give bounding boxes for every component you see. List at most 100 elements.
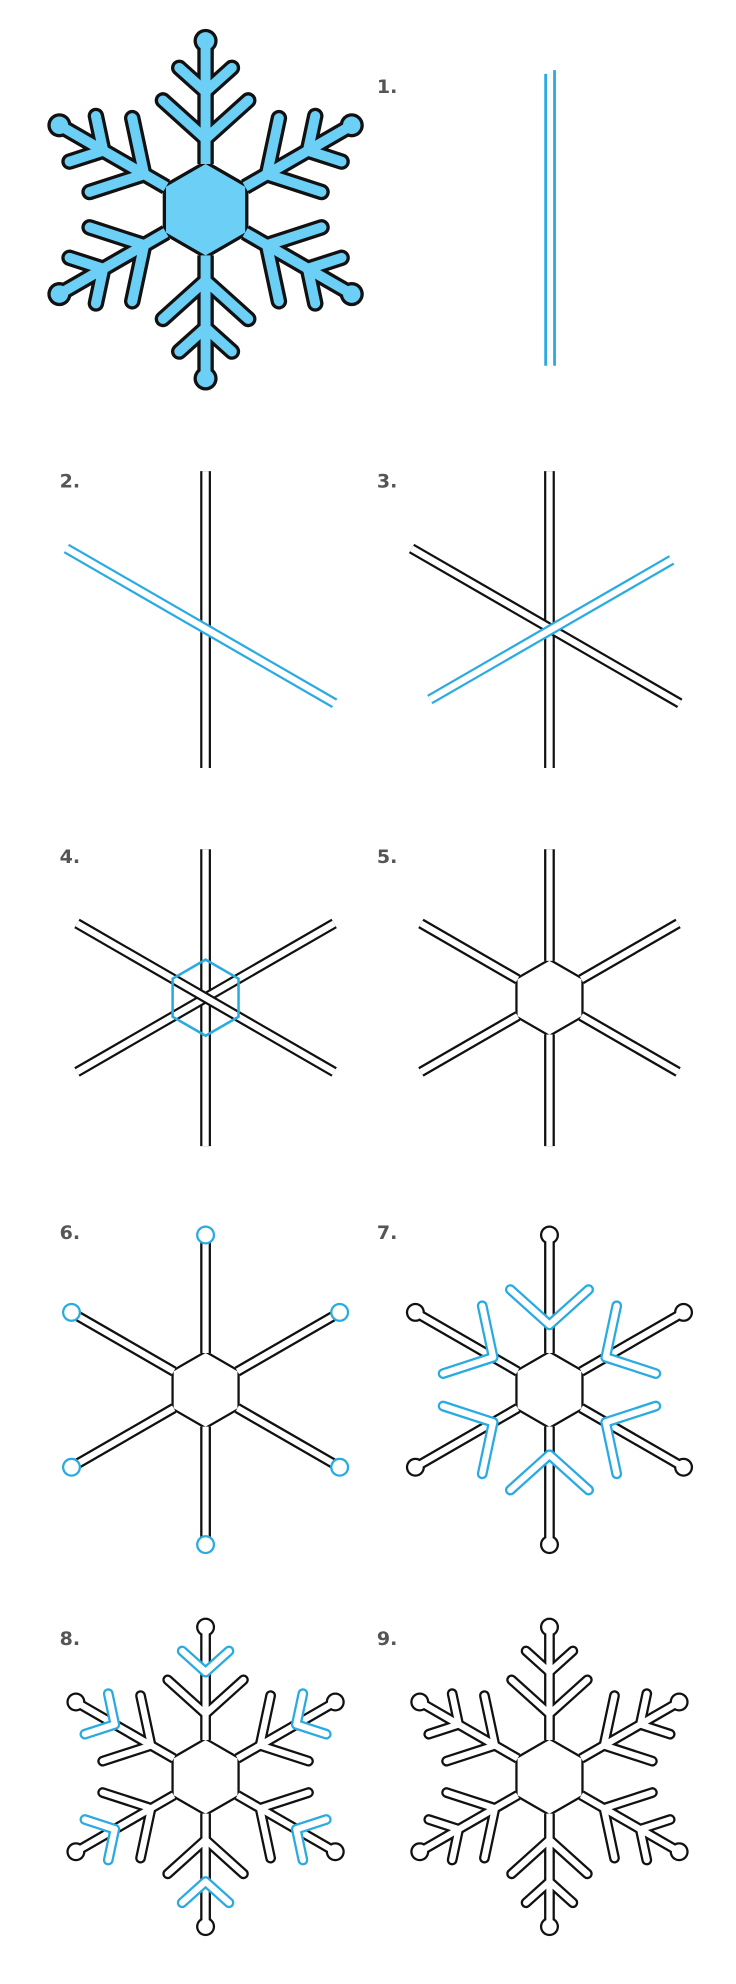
outer-branch [425, 1816, 462, 1833]
step-6-drawing [61, 1225, 350, 1555]
arm-line [579, 1405, 686, 1470]
step-1-label: 1. [377, 76, 397, 98]
inner-branch [600, 1742, 656, 1765]
guide-line-inner [75, 920, 336, 1075]
arm-line [69, 1309, 176, 1375]
arm-end-ball [196, 32, 215, 50]
inner-branch [443, 1789, 499, 1812]
inner-branch [507, 1286, 553, 1328]
inner-branch [443, 1742, 499, 1765]
outer-branch [202, 1878, 233, 1906]
step-4-drawing [74, 849, 337, 1147]
outer-branch [425, 1721, 462, 1738]
outer-branch [637, 1690, 650, 1728]
inner-branch [600, 1692, 618, 1749]
inner-branch [602, 1302, 620, 1361]
drawings [47, 28, 694, 1937]
arm-end-ball [542, 1919, 557, 1934]
outer-branch [637, 1826, 650, 1864]
outer-branch [64, 145, 109, 167]
inner-branch [481, 1805, 499, 1862]
inner-branch [439, 1402, 497, 1426]
step-6-label: 6. [60, 1222, 80, 1244]
inner-branch [127, 240, 150, 307]
inner-branch [479, 1302, 497, 1361]
arm-line [579, 920, 680, 983]
step-4-label: 4. [60, 846, 80, 868]
outer-branch [200, 322, 237, 357]
inner-branch [508, 1676, 553, 1718]
inner-branch [137, 1692, 155, 1749]
arm-end-ball [64, 1305, 79, 1320]
outer-branch [637, 1816, 674, 1833]
step-3-label: 3. [377, 471, 397, 493]
step-9-label: 9. [377, 1628, 397, 1650]
outer-branch [546, 1647, 576, 1676]
arm-end-ball [412, 1844, 428, 1859]
arm-line [74, 1699, 176, 1762]
inner-branch [262, 222, 327, 251]
outer-branch [90, 263, 109, 309]
arm-line [579, 1013, 680, 1075]
outer-branch [637, 1721, 674, 1738]
outer-branch [302, 263, 321, 309]
arm-end-ball [328, 1694, 343, 1710]
inner-branch [479, 1419, 497, 1477]
arm-end-ball [68, 1844, 84, 1859]
step-9-drawing [410, 1617, 689, 1937]
outer-branch [293, 1816, 330, 1833]
arm-line [413, 1405, 520, 1470]
outer-branch [179, 1878, 209, 1906]
inner-branch [546, 1836, 591, 1877]
hexagon-center [173, 1353, 238, 1427]
inner-branch [99, 1789, 155, 1812]
inner-branch [164, 1676, 209, 1718]
hexagon-guide [171, 958, 240, 1038]
arm-line [419, 1013, 520, 1075]
inner-branch [256, 1805, 274, 1862]
outer-branch [200, 62, 237, 97]
arm-line [418, 1699, 520, 1762]
outer-branch [105, 1690, 118, 1728]
inner-branch [84, 169, 150, 197]
arm-end-ball [408, 1305, 423, 1320]
inner-branch [602, 1402, 659, 1426]
outer-branch [302, 110, 321, 156]
inner-branch [202, 1836, 247, 1877]
inner-branch [507, 1451, 553, 1494]
outer-branch [174, 322, 211, 357]
outer-branch [81, 1816, 118, 1833]
arm-end-ball [198, 1537, 213, 1552]
step-5-drawing [418, 849, 681, 1147]
arm-end-ball [342, 116, 361, 135]
arm-line [579, 1792, 681, 1855]
arm-line [419, 920, 520, 983]
arm-end-ball [68, 1694, 84, 1710]
inner-branch [262, 169, 327, 197]
arm-end-ball [671, 1844, 687, 1859]
arm-end-ball [196, 369, 215, 388]
arm-end-ball [542, 1619, 557, 1635]
inner-branch [256, 1742, 312, 1765]
arm-end-ball [542, 1537, 557, 1552]
arm-end-ball [198, 1619, 213, 1635]
inner-branch [256, 1692, 274, 1749]
inner-branch [99, 1742, 155, 1765]
arm-line [235, 1792, 337, 1855]
hexagon-center [166, 164, 246, 256]
arm-end-ball [676, 1305, 691, 1320]
hexagon-center [517, 1740, 582, 1814]
arm-end-ball [198, 1919, 213, 1934]
inner-branch [157, 95, 211, 144]
outer-branch [293, 1826, 306, 1864]
arm-end-ball [328, 1844, 343, 1859]
step-1-drawing [544, 70, 556, 366]
outer-branch [293, 1721, 330, 1738]
inner-branch [602, 1419, 620, 1477]
outer-branch [302, 145, 347, 167]
inner-branch [262, 240, 284, 307]
finished-snowflake [47, 28, 364, 391]
arm-end-ball [50, 116, 69, 135]
arm-end-ball [408, 1459, 423, 1475]
